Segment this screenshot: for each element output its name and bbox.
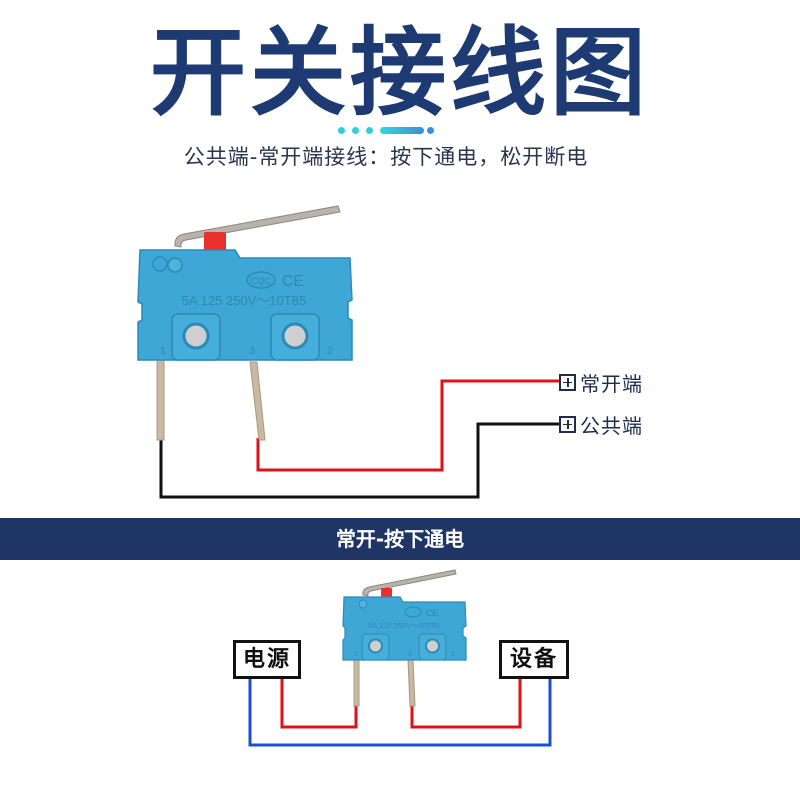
divider-bar bbox=[380, 127, 424, 134]
lever-arm bbox=[362, 569, 457, 597]
subtitle: 公共端-常开端接线：按下通电，松开断电 bbox=[183, 145, 589, 169]
divider-dot bbox=[366, 127, 373, 134]
lever-arm bbox=[174, 205, 341, 248]
brand-logo-icon bbox=[152, 256, 168, 272]
terminal-label-common: 公共端 bbox=[559, 412, 643, 438]
cqc-mark: CQC bbox=[251, 276, 272, 286]
pin-number-1: 1 bbox=[160, 345, 166, 357]
rivet-icon bbox=[167, 257, 183, 273]
pin-3-lead bbox=[249, 361, 266, 441]
power-to-switch-wire bbox=[280, 678, 358, 729]
rating-marking: 5A 125 250V～10T85 bbox=[368, 621, 440, 630]
cqc-mark-icon bbox=[404, 606, 422, 618]
pin-number-1: 1 bbox=[354, 651, 358, 658]
screw-hole-left bbox=[182, 322, 210, 350]
pin-number-3: 3 bbox=[408, 651, 412, 658]
power-source-box: 电源 bbox=[233, 640, 301, 679]
screw-hole-right bbox=[281, 322, 309, 350]
rivet-icon bbox=[358, 599, 368, 609]
actuator-button bbox=[204, 232, 226, 254]
pin-1-lead bbox=[353, 659, 360, 707]
ce-mark: CE bbox=[282, 273, 304, 290]
cqc-mark-icon bbox=[246, 271, 276, 289]
normally-open-wire bbox=[256, 379, 560, 472]
actuator-button bbox=[381, 588, 392, 599]
divider-dot bbox=[352, 127, 359, 134]
ce-mark: CE bbox=[426, 608, 439, 618]
pin-3-lead bbox=[407, 659, 416, 707]
divider-dot bbox=[427, 127, 434, 134]
device-box: 设备 bbox=[499, 640, 569, 679]
terminal-label-text: 公共端 bbox=[580, 413, 643, 438]
terminal-plus-icon bbox=[559, 415, 576, 433]
page-title: 开关接线图 bbox=[150, 17, 650, 129]
terminal-label-text: 常开端 bbox=[580, 371, 643, 396]
pin-number-2: 2 bbox=[327, 345, 333, 357]
divider-dot bbox=[338, 127, 345, 134]
switch-to-device-wire bbox=[410, 678, 522, 729]
terminal-label-normally-open: 常开端 bbox=[559, 370, 643, 396]
screw-hole-left bbox=[368, 638, 383, 654]
pin-number-2: 2 bbox=[451, 651, 455, 658]
terminal-plus-icon bbox=[559, 373, 576, 391]
section-banner: 常开-按下通电 bbox=[0, 518, 800, 560]
pin-number-3: 3 bbox=[249, 345, 255, 357]
common-wire bbox=[159, 422, 560, 499]
screw-hole-right bbox=[425, 638, 440, 654]
neutral-wire bbox=[248, 678, 552, 747]
rating-marking: 5A 125 250V～10T85 bbox=[182, 293, 306, 308]
